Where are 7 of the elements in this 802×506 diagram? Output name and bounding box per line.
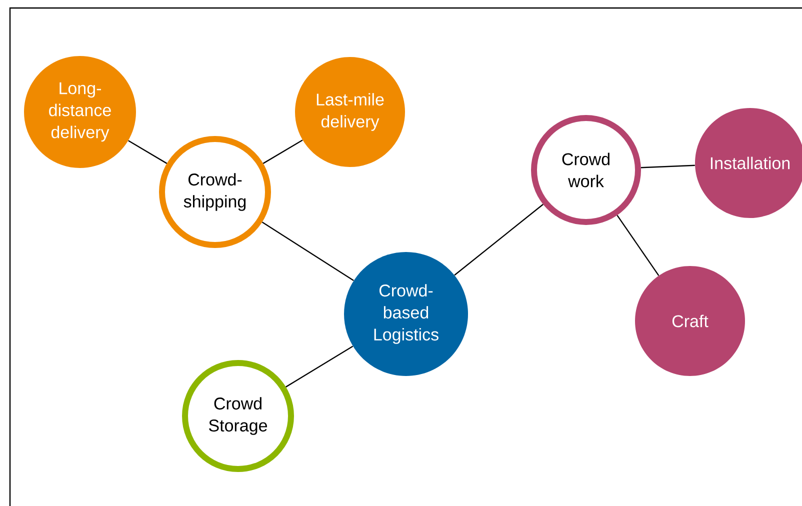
connector-line [454, 204, 544, 276]
connector-line [128, 140, 168, 164]
connector-line [262, 222, 354, 282]
connector-line [262, 140, 303, 164]
connector-line [616, 214, 660, 276]
connector-line [286, 346, 354, 388]
connector-line [640, 164, 695, 168]
